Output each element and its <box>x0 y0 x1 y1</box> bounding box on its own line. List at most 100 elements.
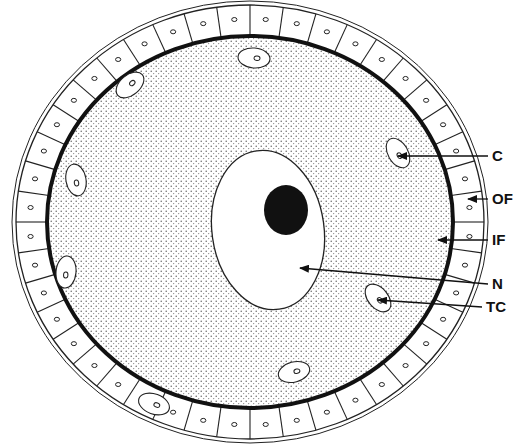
cell-wall <box>249 5 250 36</box>
cell-wall <box>37 132 65 145</box>
part-label: C <box>491 148 504 164</box>
cell-wall <box>360 378 377 404</box>
cell-nucleus <box>116 383 121 387</box>
cell-wall <box>25 161 55 170</box>
cell-nucleus <box>142 42 147 46</box>
cell-nucleus <box>294 22 299 26</box>
cell-nucleus <box>116 57 121 61</box>
follicle-cell-layer <box>16 5 484 439</box>
cell-nucleus <box>32 177 37 181</box>
cell-wall <box>249 408 250 439</box>
cell-nucleus <box>467 234 472 238</box>
cell-nucleus <box>403 76 408 80</box>
cell-nucleus <box>440 123 445 127</box>
ooplasm <box>47 36 453 408</box>
part-label: TC <box>485 299 507 315</box>
cell-wall <box>53 105 79 122</box>
cell-nucleus <box>201 22 206 26</box>
cell-wall <box>383 58 403 81</box>
cell-nucleus <box>28 234 33 238</box>
cell-nucleus <box>41 149 46 153</box>
cell-nucleus <box>41 291 46 295</box>
part-label: N <box>491 276 504 292</box>
part-label: IF <box>491 232 506 248</box>
test-cell <box>111 67 148 103</box>
cell-nucleus <box>71 98 76 102</box>
cell-nucleus <box>171 410 176 414</box>
cell-nucleus <box>54 123 59 127</box>
cell-nucleus <box>294 418 299 422</box>
cell-wall <box>307 400 316 430</box>
cell-wall <box>123 39 140 65</box>
cell-wall <box>123 378 140 404</box>
test-cell <box>55 255 78 289</box>
cell-nucleus <box>379 383 384 387</box>
cell-nucleus <box>424 98 429 102</box>
cell-wall <box>25 274 55 283</box>
test-cell <box>276 358 312 386</box>
test-cells <box>55 47 415 419</box>
cell-wall <box>403 344 426 364</box>
cell-wall <box>360 39 377 65</box>
cell-nucleus <box>353 398 358 402</box>
cell-wall <box>383 363 403 386</box>
test-cell <box>360 279 396 316</box>
cell-wall <box>97 58 117 81</box>
cell-wall <box>153 25 166 53</box>
follicle-cells <box>16 5 484 439</box>
cell-nucleus <box>71 342 76 346</box>
nucleolus <box>264 185 308 235</box>
nucleus <box>201 143 334 317</box>
cell-wall <box>451 248 482 252</box>
cell-nucleus <box>32 263 37 267</box>
cell-nucleus <box>379 57 384 61</box>
cell-wall <box>73 344 96 364</box>
cell-nucleus <box>440 317 445 321</box>
cell-nucleus <box>403 364 408 368</box>
test-cell <box>136 389 173 419</box>
cell-wall <box>217 7 221 38</box>
cell-wall <box>53 323 79 340</box>
cell-wall <box>451 191 482 195</box>
cell-wall <box>184 400 193 430</box>
cell-wall <box>453 221 484 222</box>
cell-wall <box>307 14 316 44</box>
cell-nucleus <box>232 18 237 22</box>
cell-nucleus <box>424 342 429 346</box>
cell-wall <box>421 323 447 340</box>
cell-nucleus <box>454 149 459 153</box>
outer-follicle-layer <box>12 1 488 443</box>
cell-wall <box>421 105 447 122</box>
cell-wall <box>435 132 463 145</box>
test-cell <box>63 163 88 198</box>
cell-nucleus <box>263 18 268 22</box>
cell-nucleus <box>28 206 33 210</box>
cell-wall <box>16 221 47 222</box>
cell-wall <box>97 363 117 386</box>
cell-nucleus <box>324 410 329 414</box>
cell-wall <box>18 248 49 252</box>
cell-nucleus <box>324 30 329 34</box>
cell-nucleus <box>92 76 97 80</box>
cell-wall <box>445 161 475 170</box>
cell-nucleus <box>232 422 237 426</box>
part-label: OF <box>491 191 514 207</box>
cell-wall <box>73 80 96 100</box>
cell-nucleus <box>353 42 358 46</box>
test-cell <box>381 134 414 172</box>
cell-wall <box>279 406 283 437</box>
cell-wall <box>37 299 65 312</box>
cell-nucleus <box>454 291 459 295</box>
cell-wall <box>279 7 283 38</box>
cell-nucleus <box>171 30 176 34</box>
cell-wall <box>403 80 426 100</box>
cell-nucleus <box>467 206 472 210</box>
leader-lines <box>300 156 488 307</box>
cell-nucleus <box>462 263 467 267</box>
cell-nucleus <box>263 422 268 426</box>
cell-nucleus <box>201 418 206 422</box>
cell-wall <box>217 406 221 437</box>
cell-nucleus <box>462 177 467 181</box>
